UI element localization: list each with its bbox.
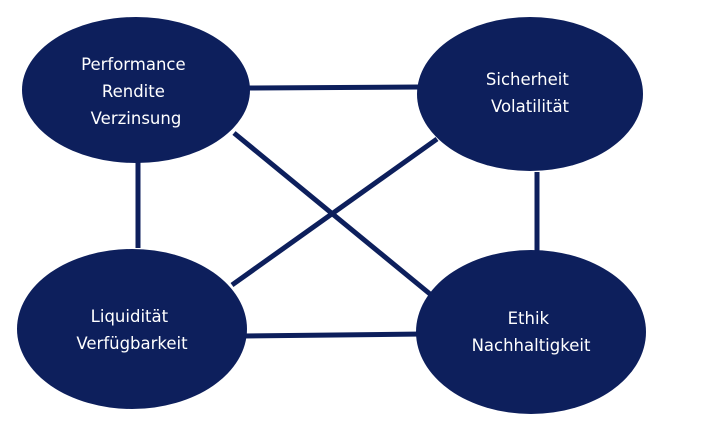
- node-performance-shape: [22, 17, 250, 163]
- edges: [135, 84, 540, 339]
- edge-performance-sicherheit: [247, 84, 421, 91]
- node-sicherheit: Sicherheit Volatilität: [417, 17, 643, 171]
- node-liquiditaet-label: Liquidität Verfügbarkeit: [76, 307, 188, 353]
- node-sicherheit-label: Sicherheit Volatilität: [486, 70, 574, 116]
- node-ethik-label: Ethik Nachhaltigkeit: [472, 309, 591, 355]
- node-sicherheit-shape: [417, 17, 643, 171]
- edge-liquiditaet-ethik: [242, 331, 424, 339]
- edge-sicherheit-liquiditaet: [230, 136, 439, 288]
- node-performance: Performance Rendite Verzinsung: [22, 17, 250, 163]
- node-ethik-shape: [416, 250, 646, 414]
- node-liquiditaet-shape: [17, 249, 247, 409]
- node-ethik: Ethik Nachhaltigkeit: [416, 250, 646, 414]
- node-performance-label: Performance Rendite Verzinsung: [81, 55, 191, 128]
- node-liquiditaet: Liquidität Verfügbarkeit: [17, 249, 247, 409]
